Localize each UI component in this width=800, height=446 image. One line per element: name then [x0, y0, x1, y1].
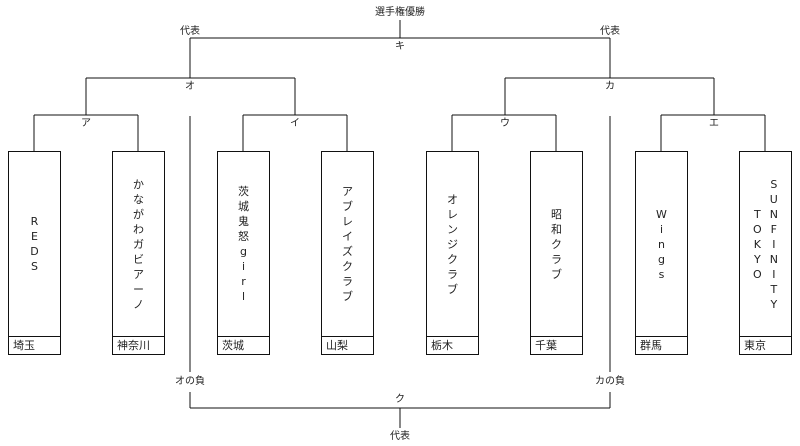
team-name: かながわガビアーノ	[113, 152, 164, 336]
bottom-rep-label: 代表	[390, 431, 410, 442]
team-name-column: 昭和クラブ	[551, 207, 562, 281]
team-region: 茨城	[218, 336, 269, 354]
team-box: かながわガビアーノ 神奈川	[112, 151, 165, 355]
team-name-column: かながわガビアーノ	[133, 177, 144, 311]
q4-label: エ	[709, 118, 719, 129]
q2-label: イ	[290, 118, 300, 129]
team-box: 昭和クラブ 千葉	[530, 151, 583, 355]
team-region: 山梨	[322, 336, 373, 354]
semi-left-label: オ	[185, 81, 195, 92]
top-left-rep-label: 代表	[180, 26, 200, 37]
q3-label: ウ	[500, 118, 510, 129]
team-name: 昭和クラブ	[531, 152, 582, 336]
team-name: アブレイズクラブ	[322, 152, 373, 336]
team-region: 群馬	[636, 336, 687, 354]
q1-label: ア	[81, 118, 91, 129]
team-box: アブレイズクラブ 山梨	[321, 151, 374, 355]
loser-left-label: オの負	[175, 376, 205, 387]
loser-right-label: カの負	[595, 376, 625, 387]
team-name-column: オレンジクラブ	[447, 192, 458, 296]
team-box: オレンジクラブ 栃木	[426, 151, 479, 355]
semi-right-label: カ	[605, 81, 615, 92]
title: 選手権優勝	[375, 7, 425, 18]
team-name-column: アブレイズクラブ	[342, 185, 353, 303]
final-label: キ	[395, 41, 405, 52]
top-right-rep-label: 代表	[600, 26, 620, 37]
team-region: 千葉	[531, 336, 582, 354]
team-region: 埼玉	[9, 336, 60, 354]
team-region: 神奈川	[113, 336, 164, 354]
team-name: オレンジクラブ	[427, 152, 478, 336]
team-region: 東京	[740, 336, 791, 354]
team-region: 栃木	[427, 336, 478, 354]
third-label: ク	[395, 394, 405, 405]
